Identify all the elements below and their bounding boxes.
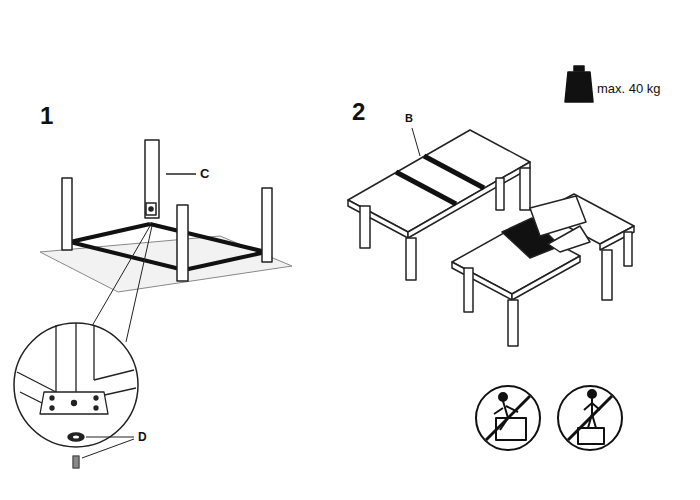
zoom-circle	[14, 323, 138, 447]
part-letter: D	[138, 431, 147, 443]
washer	[68, 433, 84, 441]
weight-limit: max. 40 kg	[597, 82, 661, 95]
part-letter: B	[405, 113, 413, 124]
no-sitting-icon	[476, 386, 540, 450]
zoom-line	[126, 226, 152, 342]
washer-hole	[73, 436, 79, 439]
zoom-detail	[17, 323, 136, 414]
step-number: 1	[40, 104, 53, 128]
bolt	[73, 456, 79, 468]
step-number: 2	[352, 100, 365, 124]
leader-line	[82, 439, 134, 458]
corner-bracket	[146, 203, 156, 215]
leader-line	[86, 437, 134, 438]
table-open	[452, 194, 634, 346]
part-letter: C	[200, 167, 209, 180]
no-standing-icon	[558, 386, 622, 450]
leader-line	[412, 128, 420, 156]
frame-rails	[70, 224, 266, 270]
weight-icon	[565, 66, 593, 102]
bolt-hole	[149, 207, 153, 211]
leader-line	[166, 173, 196, 175]
floor-plane	[40, 236, 292, 292]
table-legs	[62, 140, 272, 281]
